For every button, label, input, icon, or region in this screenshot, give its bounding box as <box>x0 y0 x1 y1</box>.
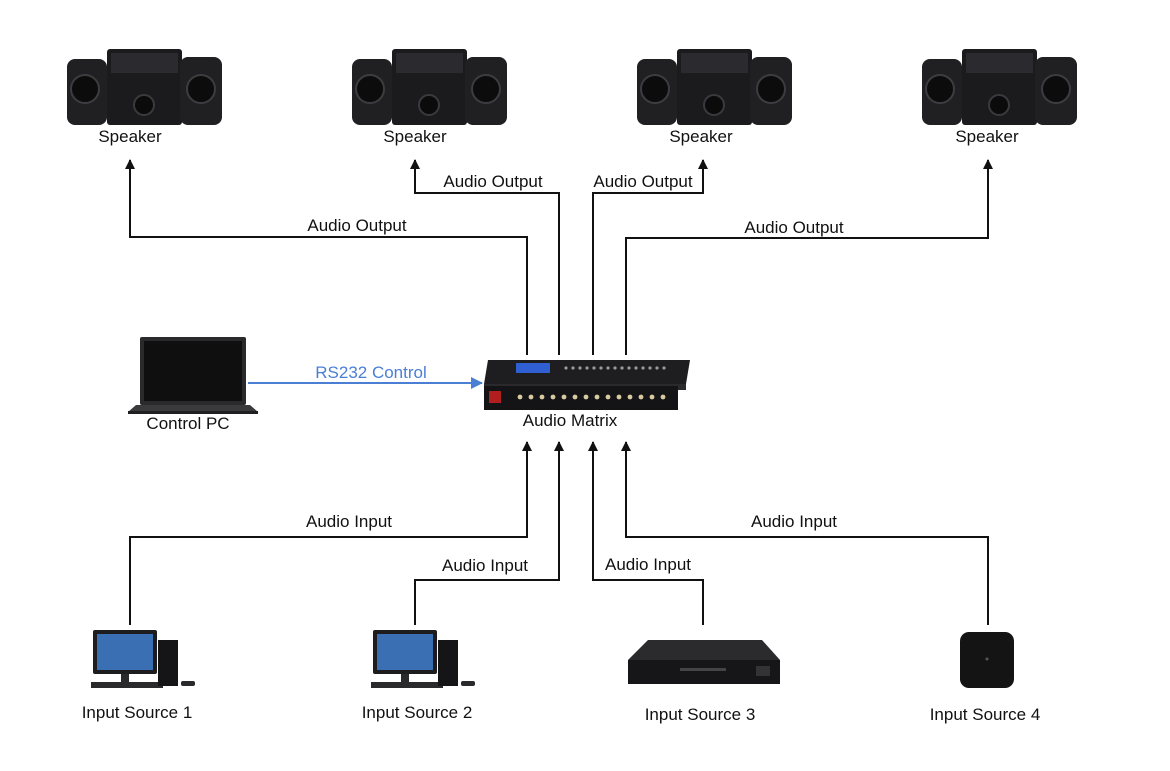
source-label-2: Input Source 2 <box>361 703 473 722</box>
media-box-icon <box>960 632 1014 688</box>
desktop-computer-icon <box>371 630 475 688</box>
control-link-label: RS232 Control <box>315 363 427 382</box>
input-label-2: Audio Input <box>441 556 529 575</box>
speaker-system-icon <box>352 49 507 125</box>
speaker-system-icon <box>922 49 1077 125</box>
speaker-label-1: Speaker <box>98 127 162 146</box>
speaker-label-4: Speaker <box>955 127 1019 146</box>
output-label-4: Audio Output <box>744 218 844 237</box>
input-label-4: Audio Input <box>750 512 838 531</box>
input-wire-4 <box>621 441 989 625</box>
output-wire-2 <box>410 159 560 355</box>
input-wire-1 <box>129 441 532 625</box>
source-label-4: Input Source 4 <box>929 705 1041 724</box>
source-label-3: Input Source 3 <box>644 705 756 724</box>
matrix-label: Audio Matrix <box>522 411 618 430</box>
output-wire-3 <box>592 159 708 355</box>
output-wire-4 <box>625 159 993 355</box>
speaker-label-2: Speaker <box>383 127 447 146</box>
output-label-3: Audio Output <box>593 172 693 191</box>
laptop-icon <box>128 337 258 414</box>
input-label-1: Audio Input <box>305 512 393 531</box>
output-label-1: Audio Output <box>307 216 407 235</box>
input-label-3: Audio Input <box>604 555 692 574</box>
source-label-1: Input Source 1 <box>81 703 193 722</box>
speaker-system-icon <box>67 49 222 125</box>
speaker-system-icon <box>637 49 792 125</box>
audio-matrix-icon <box>484 360 690 410</box>
desktop-computer-icon <box>91 630 195 688</box>
input-wire-2 <box>414 441 564 625</box>
output-label-2: Audio Output <box>443 172 543 191</box>
output-wire-1 <box>125 159 528 355</box>
control-pc-label: Control PC <box>146 414 230 433</box>
dvd-player-icon <box>628 640 780 684</box>
speaker-label-3: Speaker <box>669 127 733 146</box>
input-wire-3 <box>588 441 704 625</box>
